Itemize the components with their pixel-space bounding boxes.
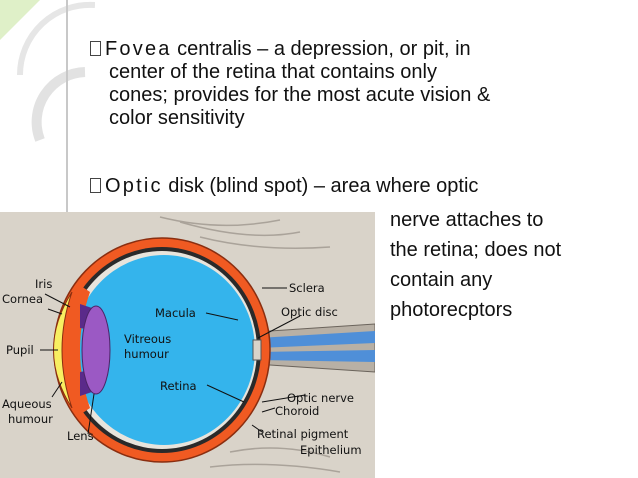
optic-disc-shape [252, 339, 262, 361]
bullet-text-line: cones; provides for the most acute visio… [109, 84, 491, 106]
bullet-optic: Optic disk (blind spot) – area where opt… [90, 175, 630, 198]
divider-line [66, 0, 68, 212]
label-retina: Retina [160, 379, 197, 393]
label-vitreous: Vitreous [124, 332, 171, 346]
optic-nerve-fibers-bottom [258, 350, 375, 362]
bullet-fovea: Fovea centralis – a depression, or pit, … [90, 38, 630, 130]
bullet-text-line: photorecptors [390, 299, 513, 321]
term-optic: Optic [105, 175, 163, 197]
label-optic-disc: Optic disc [281, 305, 338, 319]
eye-diagram: Iris Cornea Pupil Aqueous humour Lens Ma… [0, 212, 375, 478]
label-humour: humour [8, 412, 53, 426]
bullet-optic-continued: nerve attaches to the retina; does not c… [390, 205, 561, 325]
label-choroid: Choroid [275, 404, 319, 418]
term-fovea: Fovea [105, 38, 172, 60]
label-retinal-pigment: Retinal pigment [257, 427, 349, 441]
bullet-text-line: center of the retina that contains only [109, 61, 437, 83]
label-cornea: Cornea [2, 292, 43, 306]
lens-shape [81, 305, 111, 395]
bullet-text-line: color sensitivity [109, 107, 245, 129]
bullet-text-line: disk (blind spot) – area where optic [168, 175, 479, 197]
label-sclera: Sclera [289, 281, 325, 295]
label-optic-nerve: Optic nerve [287, 391, 354, 405]
cornea-shape [53, 291, 73, 409]
label-epithelium: Epithelium [300, 443, 362, 457]
optic-nerve-fibers-top [258, 331, 375, 348]
label-lens: Lens [67, 429, 94, 443]
label-iris: Iris [35, 277, 52, 291]
bullet-text-line: nerve attaches to [390, 209, 544, 231]
vitreous-humour-shape [73, 255, 255, 445]
bullet-text-line: contain any [390, 269, 493, 291]
bullet-box-icon [90, 178, 101, 193]
label-pupil: Pupil [6, 343, 34, 357]
label-vitreous-humour: humour [124, 347, 169, 361]
label-aqueous: Aqueous [2, 397, 52, 411]
label-macula: Macula [155, 306, 196, 320]
bullet-text-line: centralis – a depression, or pit, in [177, 38, 471, 60]
bullet-box-icon [90, 41, 101, 56]
bullet-text-line: the retina; does not [390, 239, 562, 261]
optic-nerve-sheath [254, 323, 375, 373]
decorative-arcs [0, 0, 95, 142]
